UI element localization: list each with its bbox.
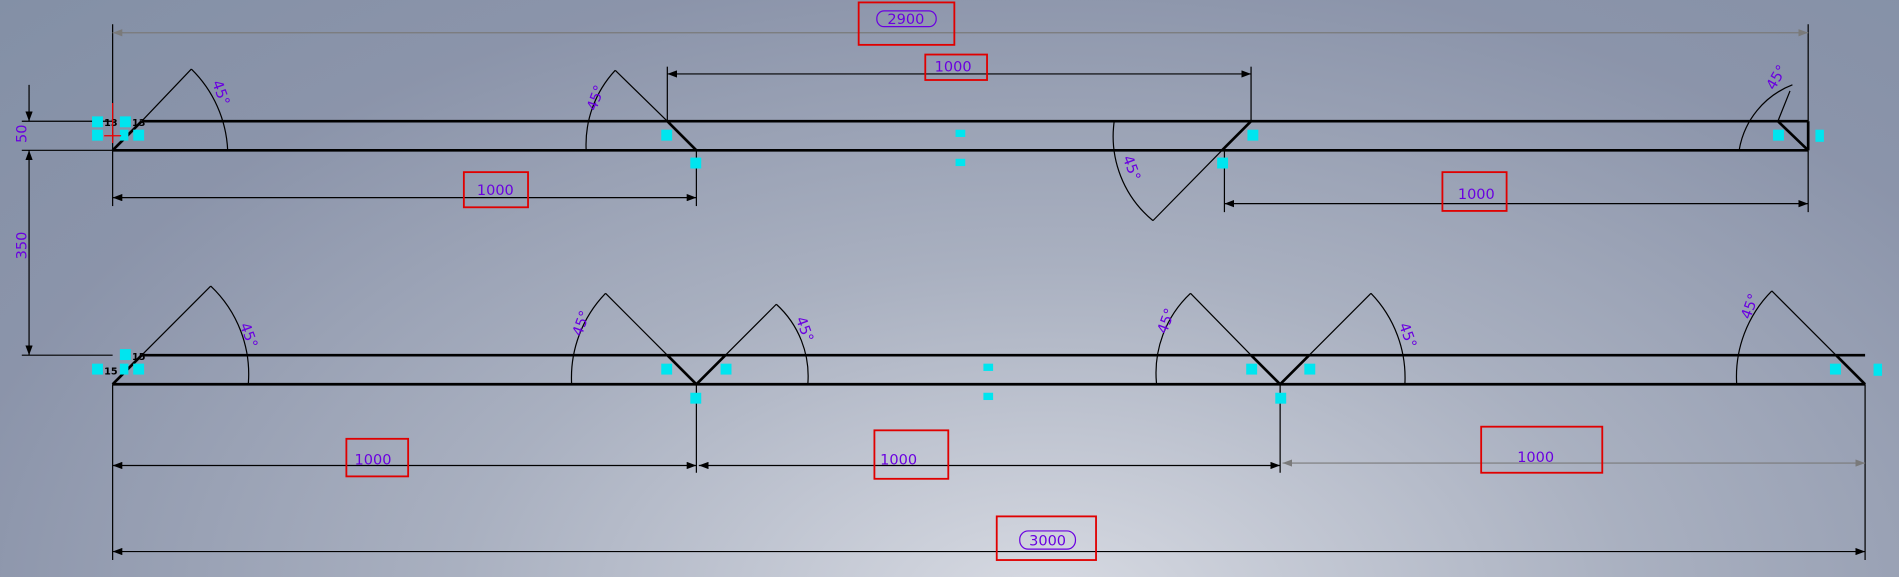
angle-dimension[interactable]: 45° bbox=[570, 309, 594, 339]
angle-dimension[interactable]: 45° bbox=[1395, 321, 1419, 351]
dimension-bottom-middle[interactable]: 1000 bbox=[880, 452, 917, 468]
dimension-2900[interactable]: 2900 bbox=[887, 12, 924, 28]
angle-dimension[interactable]: 45° bbox=[208, 78, 232, 108]
angle-dimension[interactable]: 45° bbox=[1119, 153, 1143, 183]
dimension-bottom-right[interactable]: 1000 bbox=[1517, 450, 1554, 466]
angle-dimension[interactable]: 45° bbox=[1739, 292, 1763, 322]
relation-label: 15 bbox=[132, 352, 146, 363]
highlight-box bbox=[857, 1, 956, 46]
angle-construction-lines bbox=[141, 68, 1837, 385]
bottom-beam[interactable] bbox=[111, 353, 1867, 387]
dimension-top-right[interactable]: 1000 bbox=[1458, 187, 1495, 203]
angle-dimension[interactable]: 45° bbox=[792, 315, 816, 345]
angle-labels: 45° 45° 45° 45° 45° 45° 45° 45° 45° 45° bbox=[208, 63, 1790, 351]
angle-dimension[interactable]: 45° bbox=[1155, 306, 1179, 336]
angle-dimension[interactable]: 45° bbox=[585, 83, 609, 113]
angle-dimension[interactable]: 45° bbox=[236, 321, 260, 351]
dimension-height[interactable]: 50 bbox=[15, 125, 31, 143]
dimension-spacing[interactable]: 350 bbox=[15, 232, 31, 260]
relation-label: 13 bbox=[132, 118, 145, 129]
linear-dimensions: 2900 1000 1000 1000 50 350 1000 1000 100… bbox=[15, 1, 1866, 561]
angle-dimension[interactable]: 45° bbox=[1764, 63, 1791, 93]
dimension-bottom-left[interactable]: 1000 bbox=[355, 452, 392, 468]
relation-label: 15 bbox=[104, 367, 118, 378]
origin-icon bbox=[104, 103, 122, 144]
relation-markers: 13 13 15 15 bbox=[92, 116, 1883, 404]
dimension-top-middle[interactable]: 1000 bbox=[935, 60, 972, 76]
relation-label: 13 bbox=[104, 118, 117, 129]
dimension-top-left[interactable]: 1000 bbox=[477, 183, 514, 199]
top-beam[interactable] bbox=[111, 119, 1810, 152]
dimension-3000[interactable]: 3000 bbox=[1029, 533, 1066, 549]
